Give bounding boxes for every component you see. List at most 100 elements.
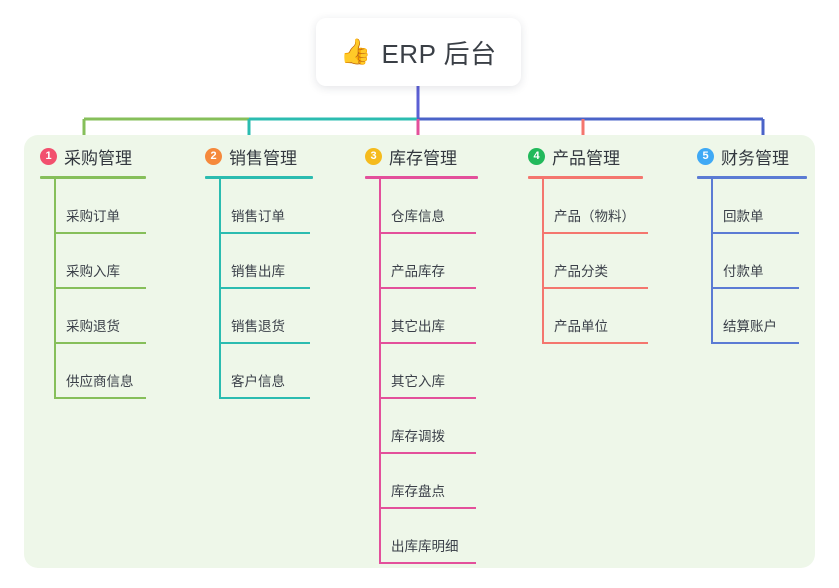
module-item-rule: [54, 287, 146, 289]
module-item-rule: [54, 397, 146, 399]
module-column-2: 2 销售管理销售订单销售出库销售退货客户信息: [205, 143, 355, 399]
column-spine: [542, 179, 544, 344]
column-items: 仓库信息产品库存其它出库其它入库库存调拨库存盘点出库库明细: [365, 179, 515, 564]
module-item-rule: [219, 232, 310, 234]
module-item-label: 销售退货: [231, 319, 285, 334]
module-item-label: 回款单: [723, 209, 764, 224]
module-item[interactable]: 采购退货: [40, 289, 190, 344]
column-number-badge: 2: [205, 147, 222, 165]
module-item[interactable]: 结算账户: [697, 289, 827, 344]
column-number-badge: 4: [528, 147, 545, 165]
module-item-label: 出库库明细: [391, 539, 459, 554]
column-header-rule: [697, 176, 807, 179]
module-item[interactable]: 销售订单: [205, 179, 355, 234]
column-items: 产品（物料） 产品分类产品单位: [528, 179, 688, 344]
module-item-label: 采购入库: [66, 264, 120, 279]
column-items: 采购订单采购入库采购退货供应商信息: [40, 179, 190, 399]
module-item-rule: [379, 562, 476, 564]
module-item-rule: [219, 397, 310, 399]
thumbs-up-icon: 👍: [340, 37, 372, 66]
root-node-card[interactable]: 👍 ERP 后台: [316, 18, 521, 86]
module-item-label: 产品单位: [554, 319, 608, 334]
module-item[interactable]: 库存盘点: [365, 454, 515, 509]
column-header-3[interactable]: 3 库存管理: [365, 143, 515, 169]
module-item-rule: [379, 452, 476, 454]
module-item[interactable]: 产品单位: [528, 289, 688, 344]
column-header-4[interactable]: 4 产品管理: [528, 143, 688, 169]
module-column-5: 5 财务管理回款单付款单结算账户: [697, 143, 827, 344]
module-item[interactable]: 产品分类: [528, 234, 688, 289]
module-item-label: 其它出库: [391, 319, 445, 334]
module-item-rule: [379, 342, 476, 344]
module-item-label: 销售订单: [231, 209, 285, 224]
module-item-rule: [542, 287, 648, 289]
column-title: 库存管理: [389, 148, 457, 168]
column-spine: [54, 179, 56, 399]
column-spine: [711, 179, 713, 344]
column-header-rule: [205, 176, 313, 179]
module-item[interactable]: 其它入库: [365, 344, 515, 399]
module-item[interactable]: 客户信息: [205, 344, 355, 399]
module-item-rule: [711, 287, 799, 289]
module-item-label: 结算账户: [723, 319, 777, 334]
column-header-2[interactable]: 2 销售管理: [205, 143, 355, 169]
module-item[interactable]: 库存调拨: [365, 399, 515, 454]
module-item-rule: [379, 232, 476, 234]
module-item[interactable]: 其它出库: [365, 289, 515, 344]
column-header-rule: [365, 176, 478, 179]
module-item-label: 采购订单: [66, 209, 120, 224]
module-item[interactable]: 仓库信息: [365, 179, 515, 234]
column-number-badge: 1: [40, 147, 57, 165]
module-item-label: 库存调拨: [391, 429, 445, 444]
module-item[interactable]: 产品库存: [365, 234, 515, 289]
module-item-rule: [542, 342, 648, 344]
module-item[interactable]: 销售出库: [205, 234, 355, 289]
module-item[interactable]: 产品（物料）: [528, 179, 688, 234]
module-item[interactable]: 采购订单: [40, 179, 190, 234]
module-item-rule: [379, 287, 476, 289]
column-title: 产品管理: [552, 148, 620, 168]
module-item-rule: [379, 507, 476, 509]
module-item[interactable]: 销售退货: [205, 289, 355, 344]
column-spine: [379, 179, 381, 564]
module-column-1: 1 采购管理采购订单采购入库采购退货供应商信息: [40, 143, 190, 399]
module-item[interactable]: 采购入库: [40, 234, 190, 289]
module-item-label: 供应商信息: [66, 374, 134, 389]
module-item-rule: [54, 232, 146, 234]
page-title: ERP 后台: [381, 38, 497, 69]
module-item-rule: [711, 232, 799, 234]
module-item-rule: [219, 287, 310, 289]
column-header-rule: [528, 176, 643, 179]
module-item[interactable]: 供应商信息: [40, 344, 190, 399]
module-item-rule: [54, 342, 146, 344]
module-item-label: 客户信息: [231, 374, 285, 389]
module-item-label: 其它入库: [391, 374, 445, 389]
column-title: 销售管理: [229, 148, 297, 168]
column-header-rule: [40, 176, 146, 179]
module-item-label: 产品（物料）: [554, 209, 635, 224]
column-header-5[interactable]: 5 财务管理: [697, 143, 827, 169]
column-title: 财务管理: [721, 148, 789, 168]
module-item-rule: [379, 397, 476, 399]
module-item-rule: [219, 342, 310, 344]
module-item-label: 仓库信息: [391, 209, 445, 224]
module-item-rule: [542, 232, 648, 234]
module-item-label: 产品库存: [391, 264, 445, 279]
column-title: 采购管理: [64, 148, 132, 168]
module-item-label: 付款单: [723, 264, 764, 279]
module-column-4: 4 产品管理产品（物料） 产品分类产品单位: [528, 143, 688, 344]
column-items: 回款单付款单结算账户: [697, 179, 827, 344]
column-number-badge: 3: [365, 147, 382, 165]
module-column-3: 3 库存管理仓库信息产品库存其它出库其它入库库存调拨库存盘点出库库明细: [365, 143, 515, 564]
column-number-badge: 5: [697, 147, 714, 165]
module-item-rule: [711, 342, 799, 344]
column-header-1[interactable]: 1 采购管理: [40, 143, 190, 169]
modules-panel: [24, 135, 815, 568]
module-item[interactable]: 付款单: [697, 234, 827, 289]
module-item[interactable]: 回款单: [697, 179, 827, 234]
column-items: 销售订单销售出库销售退货客户信息: [205, 179, 355, 399]
module-item-label: 产品分类: [554, 264, 608, 279]
column-spine: [219, 179, 221, 399]
module-item[interactable]: 出库库明细: [365, 509, 515, 564]
